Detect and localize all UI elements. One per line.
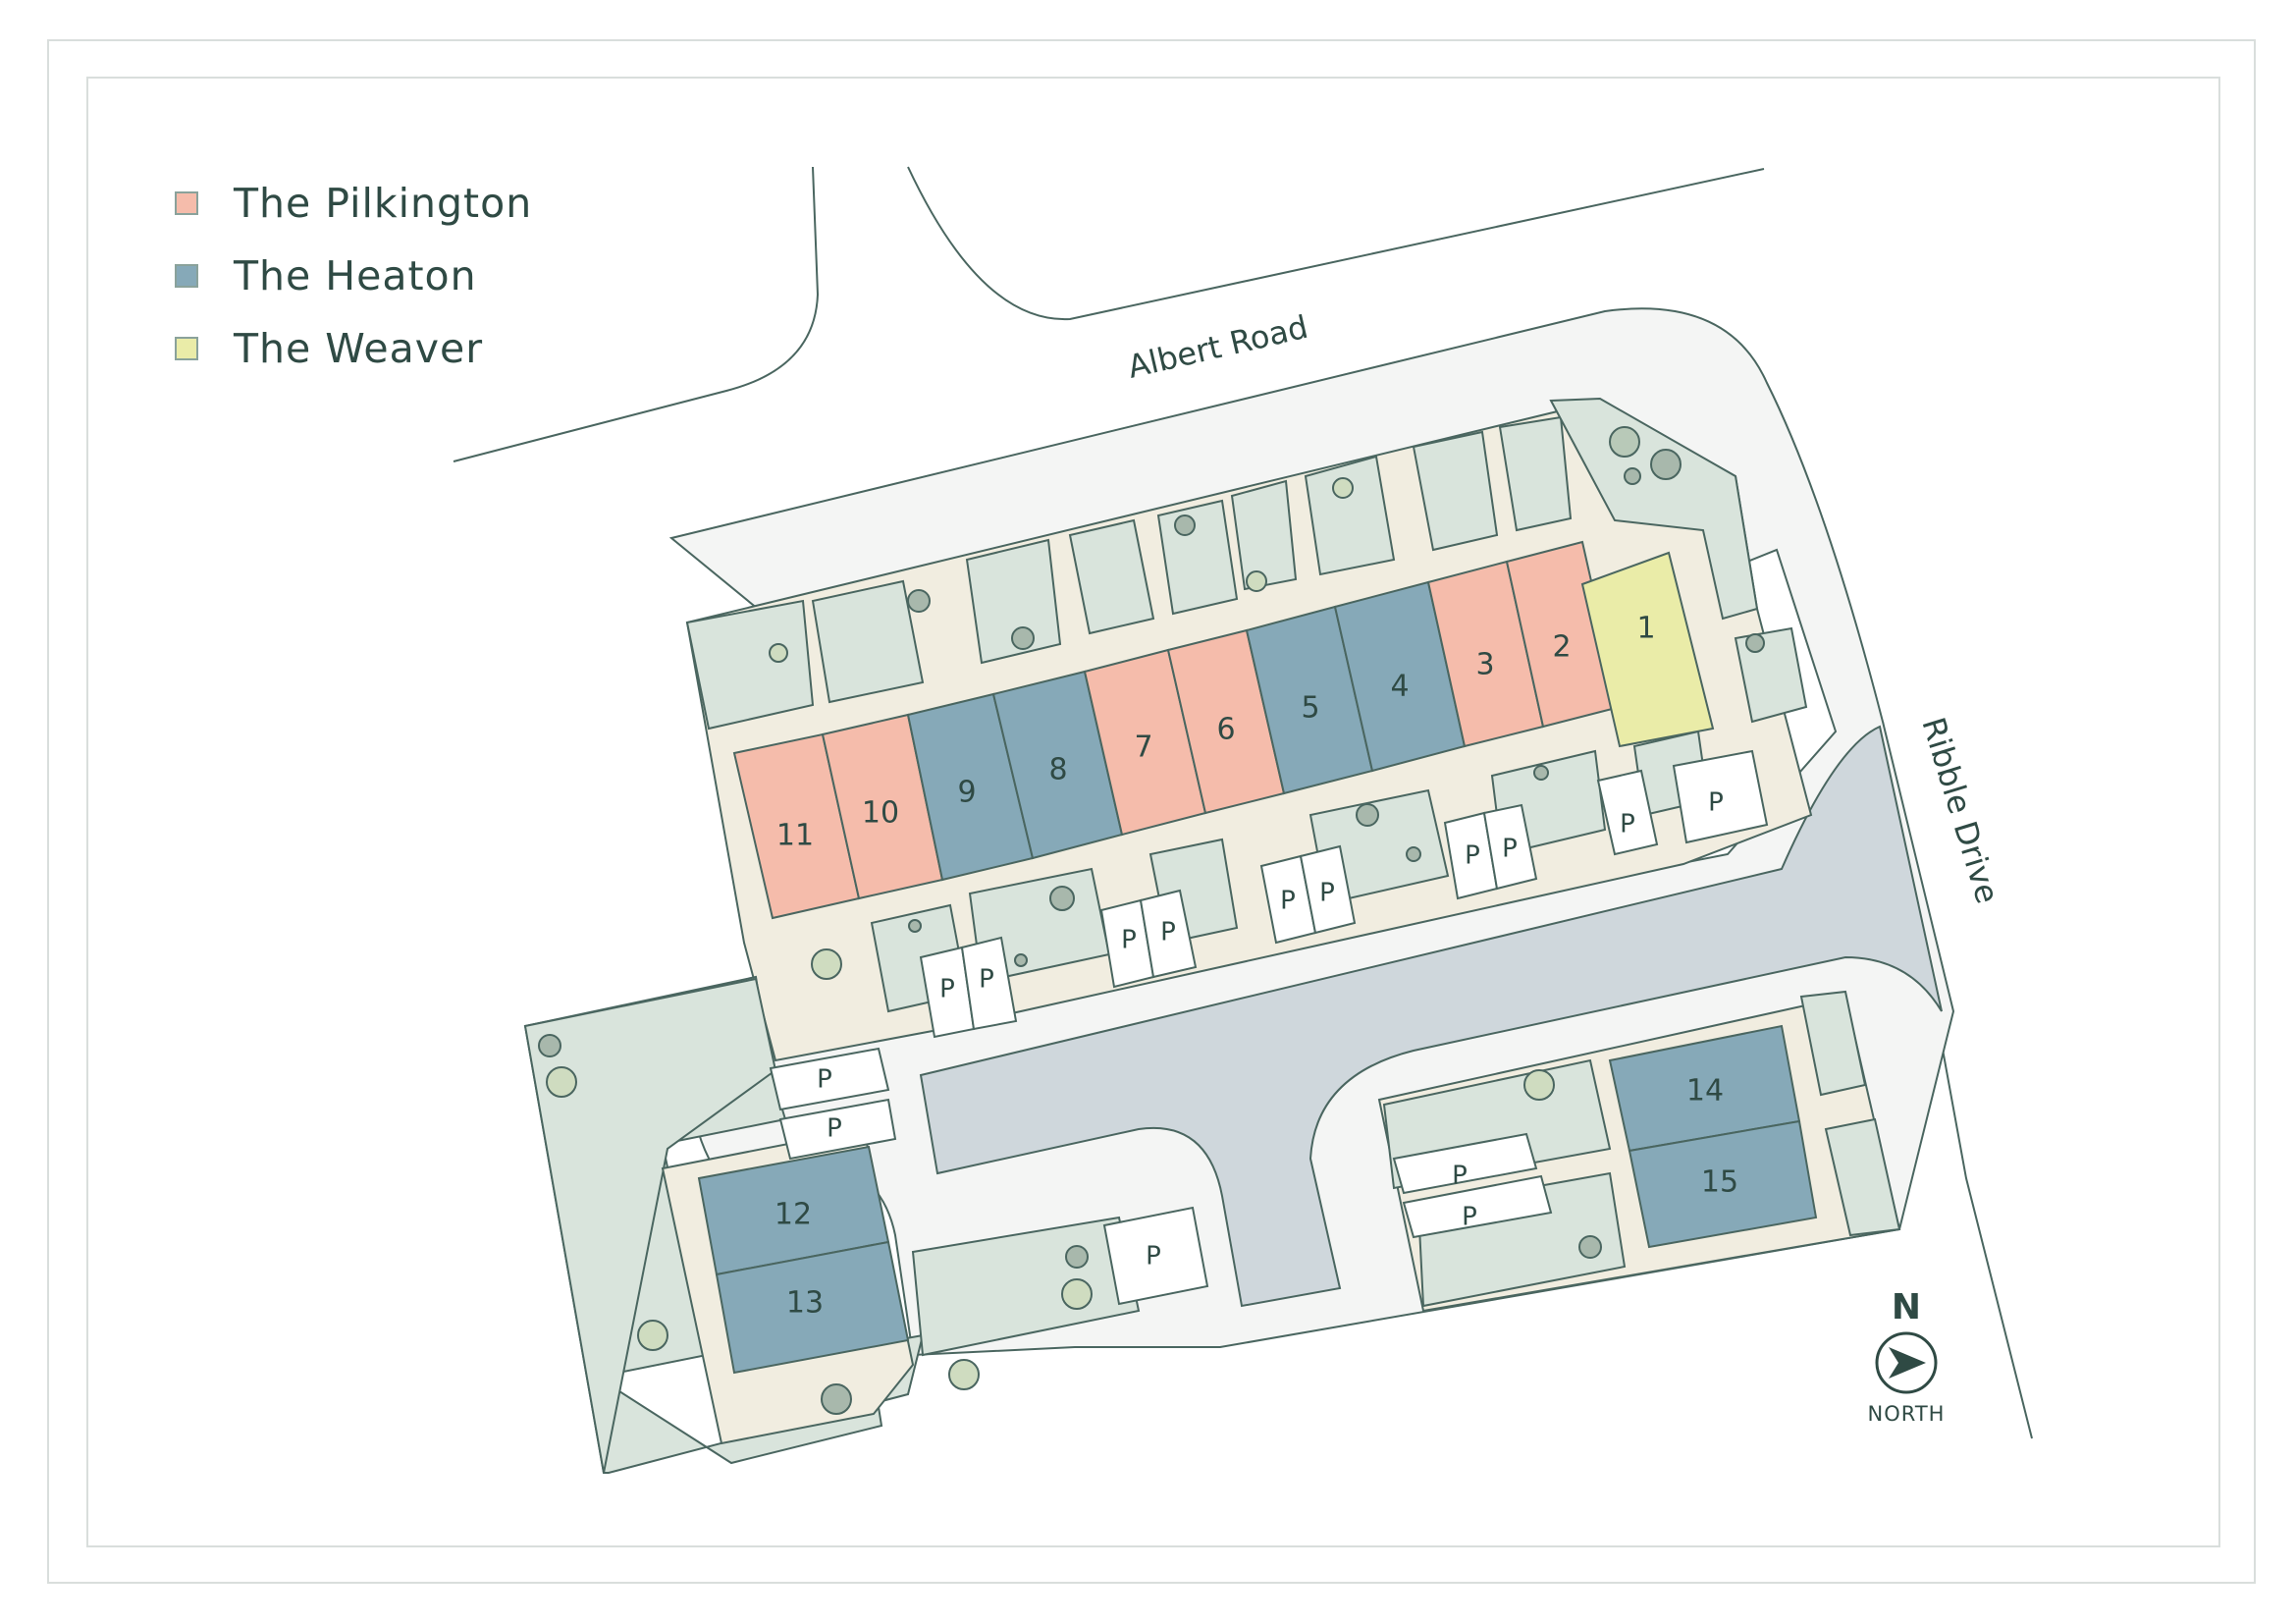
legend-item-heaton: The Heaton: [175, 240, 532, 312]
parking-label: P: [1465, 841, 1480, 871]
outer-frame: [47, 39, 2256, 1584]
parking-label: P: [1160, 918, 1176, 947]
compass-spacer: [1857, 1327, 1955, 1396]
plot-13-label: 13: [786, 1286, 824, 1321]
rear-gardens-north: [685, 397, 1759, 731]
legend: The Pilkington The Heaton The Weaver: [175, 167, 532, 385]
plot-6-label: 6: [1216, 713, 1235, 747]
parking-label: P: [827, 1114, 842, 1144]
albert-road-label: Albert Road: [1124, 308, 1311, 386]
parking-label: P: [939, 975, 955, 1004]
legend-swatch-weaver: [175, 337, 198, 360]
parking-bays: [769, 749, 1769, 1306]
legend-label: The Heaton: [234, 252, 477, 299]
plot-2-label: 2: [1552, 630, 1571, 665]
plot-14-label: 14: [1686, 1074, 1724, 1109]
inner-frame: [86, 77, 2220, 1547]
parking-label: P: [1121, 926, 1137, 955]
parking-label: P: [1708, 788, 1724, 818]
plot-15-label: 15: [1701, 1165, 1738, 1200]
house-plots: [697, 540, 1818, 1375]
plot-3-label: 3: [1475, 648, 1494, 682]
plot-1-label: 1: [1636, 612, 1655, 646]
plot-13-shape: [715, 1240, 910, 1375]
south-west-gardens: [523, 977, 777, 1474]
north-indicator: N NORTH: [1857, 1287, 1955, 1427]
ribble-drive-label: Ribble Drive: [1914, 713, 2006, 907]
parking-label: P: [1319, 879, 1335, 908]
plot-1-shape: [1580, 551, 1715, 748]
north-caption: NORTH: [1867, 1402, 1946, 1426]
parking-label: P: [1452, 1162, 1468, 1191]
plot-12-label: 12: [774, 1198, 812, 1232]
legend-item-weaver: The Weaver: [175, 312, 532, 385]
plot-labels: 1 2 3 4 5 6 7 8 9 10 11 12 13 14 15: [774, 612, 1738, 1321]
plot-7-label: 7: [1134, 731, 1152, 765]
parking-label: P: [979, 965, 994, 995]
plot-8-label: 8: [1048, 753, 1067, 787]
tree-markers: [538, 426, 1765, 1415]
north-letter: N: [1891, 1287, 1922, 1327]
parking-label: P: [1462, 1203, 1477, 1232]
parking-label: P: [1146, 1242, 1161, 1272]
parking-label: P: [1502, 835, 1518, 864]
parking-labels: P P P P P P P P P P P P P P P: [817, 788, 1724, 1272]
plot-10-label: 10: [862, 796, 899, 831]
legend-label: The Weaver: [234, 325, 484, 372]
legend-label: The Pilkington: [234, 180, 533, 227]
compass-icon: [1875, 1331, 1938, 1394]
legend-swatch-heaton: [175, 264, 198, 288]
legend-item-pilkington: The Pilkington: [175, 167, 532, 240]
plot-15-shape: [1628, 1119, 1818, 1249]
parking-label: P: [817, 1065, 832, 1095]
plot-5-label: 5: [1301, 691, 1319, 726]
parking-label: P: [1280, 887, 1296, 916]
plot-4-label: 4: [1390, 670, 1409, 704]
legend-swatch-pilkington: [175, 191, 198, 215]
plot-9-label: 9: [957, 776, 976, 810]
parking-label: P: [1620, 810, 1635, 839]
plot-11-label: 11: [776, 819, 814, 853]
street-surface: [919, 725, 1943, 1308]
